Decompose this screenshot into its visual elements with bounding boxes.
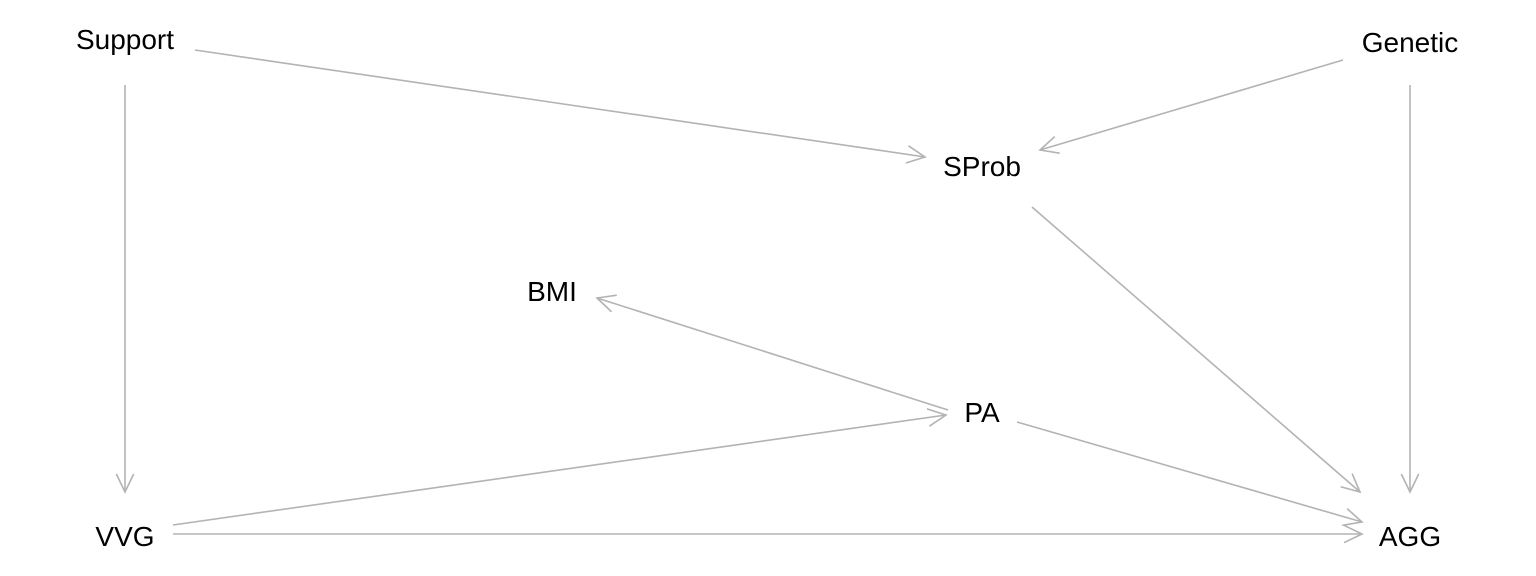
- arrowhead-icon: [1400, 473, 1420, 494]
- arrowhead-icon: [905, 145, 927, 164]
- arrowhead-icon: [1340, 473, 1362, 494]
- edge-vvg-to-pa: [172, 408, 948, 526]
- arrowhead-icon: [1343, 524, 1364, 544]
- node-pa: PA: [964, 397, 1000, 428]
- node-sprob: SProb: [943, 151, 1021, 182]
- node-agg: AGG: [1378, 521, 1442, 552]
- arrowhead-icon: [926, 408, 948, 427]
- edge-genetic-to-agg: [1400, 85, 1420, 494]
- arrowhead-icon: [1342, 508, 1364, 527]
- node-bmi: BMI: [527, 276, 577, 307]
- edge-vvg-to-agg: [173, 524, 1364, 544]
- edge-line: [172, 414, 947, 526]
- arrowhead-icon: [1038, 135, 1060, 155]
- edge-pa-to-agg: [1016, 421, 1364, 527]
- edge-support-to-vvg: [115, 85, 135, 494]
- arrowhead-icon: [595, 294, 617, 313]
- edge-line: [1016, 421, 1363, 523]
- edge-sprob-to-agg: [1031, 206, 1362, 494]
- edge-support-to-sprob: [194, 49, 927, 164]
- node-genetic: Genetic: [1361, 27, 1459, 58]
- node-support: Support: [75, 24, 175, 55]
- edge-pa-to-bmi: [595, 294, 949, 411]
- edge-line: [194, 49, 926, 158]
- node-vvg: VVG: [95, 521, 155, 552]
- edge-genetic-to-sprob: [1038, 59, 1344, 155]
- arrowhead-icon: [115, 473, 135, 494]
- edge-line: [1039, 59, 1344, 151]
- edge-line: [596, 297, 949, 411]
- edge-line: [1031, 206, 1361, 493]
